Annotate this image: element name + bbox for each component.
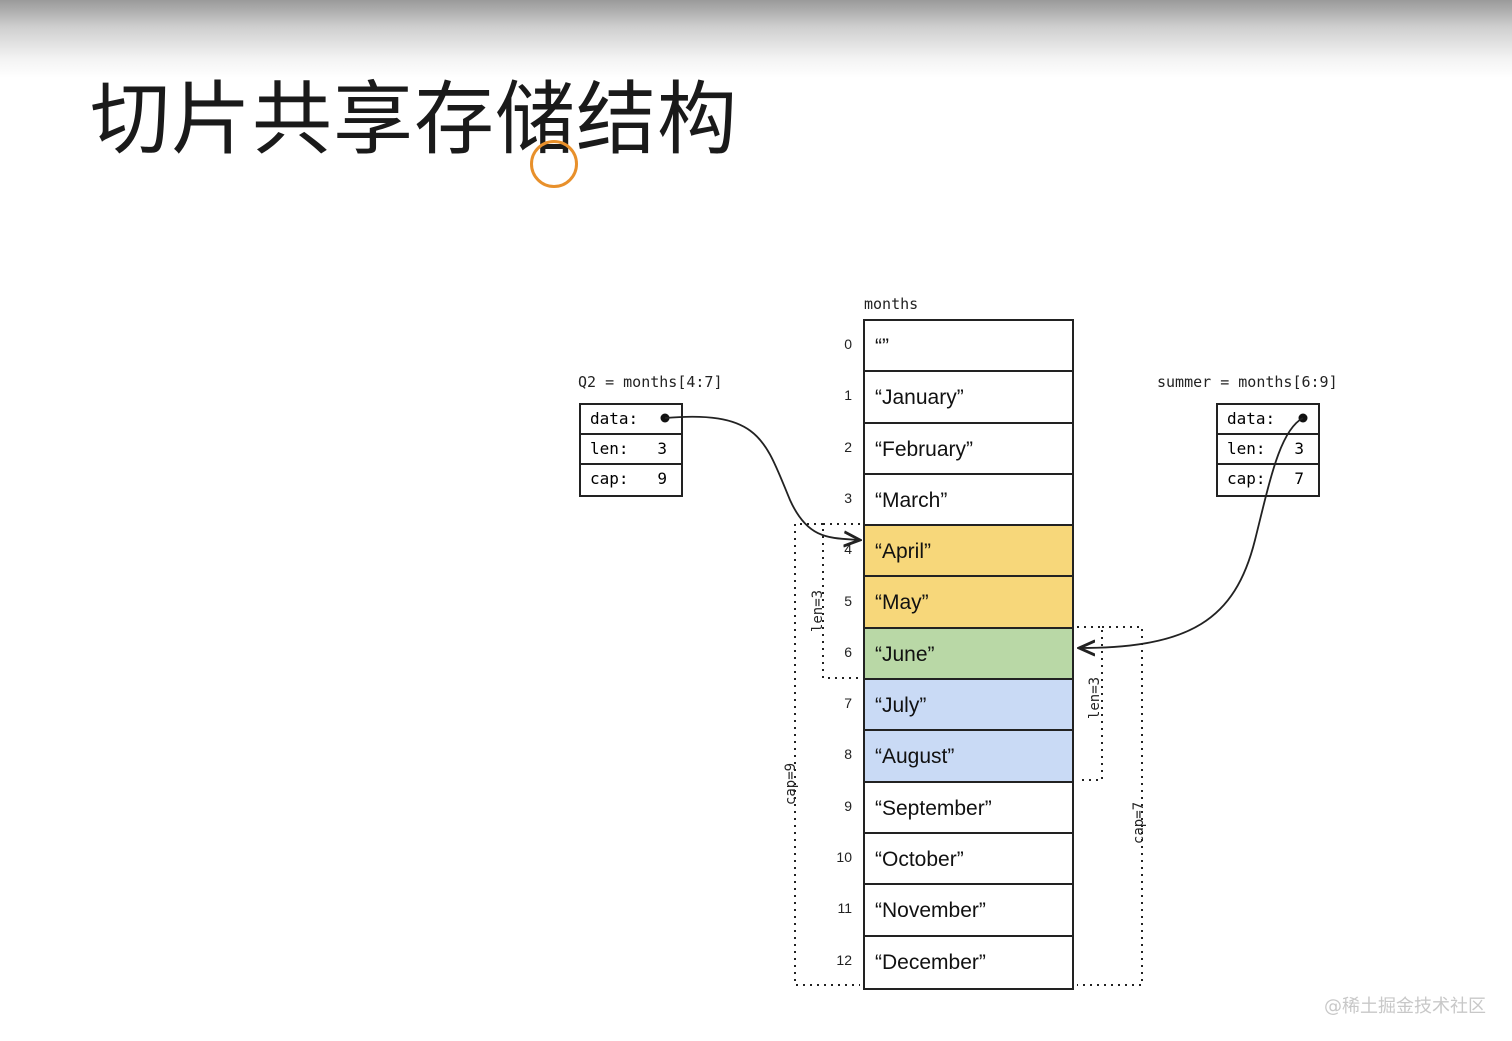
q2-slice-header: data: len: 3 cap: 9 <box>579 403 683 497</box>
q2-expression: Q2 = months[4:7] <box>578 373 723 391</box>
array-cell: “December” <box>865 936 1072 988</box>
array-cell: “June” <box>865 628 1072 681</box>
summer-cap-label: cap: <box>1227 469 1266 488</box>
q2-len-label: len: <box>590 439 629 458</box>
q2-data-label: data: <box>590 409 639 428</box>
array-cell: “April” <box>865 526 1072 578</box>
array-cell: “September” <box>865 782 1072 834</box>
array-index: 3 <box>844 489 852 506</box>
q2-pointer-arrow <box>664 415 860 540</box>
summer-data-row: data: <box>1218 405 1318 435</box>
q2-cap-label: cap: <box>590 469 629 488</box>
array-cell: “October” <box>865 833 1072 886</box>
array-index: 1 <box>844 387 852 404</box>
array-label: months <box>864 295 919 313</box>
page-title: 切片共享存储结构 <box>90 73 738 166</box>
top-shadow-bar <box>0 0 1512 78</box>
summer-len-value: 3 <box>1294 439 1304 458</box>
q2-cap-row: cap: 9 <box>581 465 681 495</box>
array-cell: “March” <box>865 474 1072 527</box>
q2-cap-annotation: cap=9 <box>783 762 800 806</box>
q2-len-annotation: len=3 <box>810 589 827 633</box>
array-index: 2 <box>844 438 852 455</box>
summer-data-label: data: <box>1227 409 1276 428</box>
array-index: 6 <box>844 643 852 660</box>
q2-len-value: 3 <box>657 439 667 458</box>
months-array: “”“January”“February”“March”“April”“May”… <box>863 319 1074 990</box>
summer-cap-annotation: cap=7 <box>1131 801 1148 845</box>
summer-cap-row: cap: 7 <box>1218 465 1318 495</box>
array-index: 7 <box>844 695 852 712</box>
array-index: 4 <box>844 541 852 558</box>
array-index: 5 <box>844 592 852 609</box>
q2-cap-value: 9 <box>657 469 667 488</box>
q2-cap-bracket <box>794 523 860 986</box>
array-cell: “November” <box>865 885 1072 937</box>
array-cell: “August” <box>865 731 1072 783</box>
array-index: 8 <box>844 746 852 763</box>
array-cell: “” <box>865 321 1072 373</box>
summer-pointer-arrow <box>1079 417 1304 648</box>
array-index: 0 <box>844 336 852 352</box>
watermark: @稀土掘金技术社区 <box>1324 996 1486 1017</box>
array-cell: “July” <box>865 680 1072 732</box>
array-cell: “February” <box>865 423 1072 475</box>
array-cell: “January” <box>865 372 1072 424</box>
array-index: 11 <box>837 900 852 917</box>
summer-cap-value: 7 <box>1294 469 1304 488</box>
summer-expression: summer = months[6:9] <box>1157 373 1338 391</box>
summer-len-annotation: len=3 <box>1087 676 1104 720</box>
array-index: 10 <box>836 849 852 865</box>
q2-data-row: data: <box>581 405 681 435</box>
summer-len-bracket <box>1077 626 1103 781</box>
q2-len-bracket <box>822 523 860 679</box>
array-cell: “May” <box>865 577 1072 629</box>
cursor-highlight-icon <box>530 140 578 188</box>
array-index: 12 <box>836 951 852 968</box>
summer-len-label: len: <box>1227 439 1266 458</box>
summer-slice-header: data: len: 3 cap: 7 <box>1216 403 1320 497</box>
summer-cap-bracket <box>1077 626 1143 986</box>
array-index: 9 <box>844 797 852 814</box>
q2-len-row: len: 3 <box>581 435 681 465</box>
summer-len-row: len: 3 <box>1218 435 1318 465</box>
